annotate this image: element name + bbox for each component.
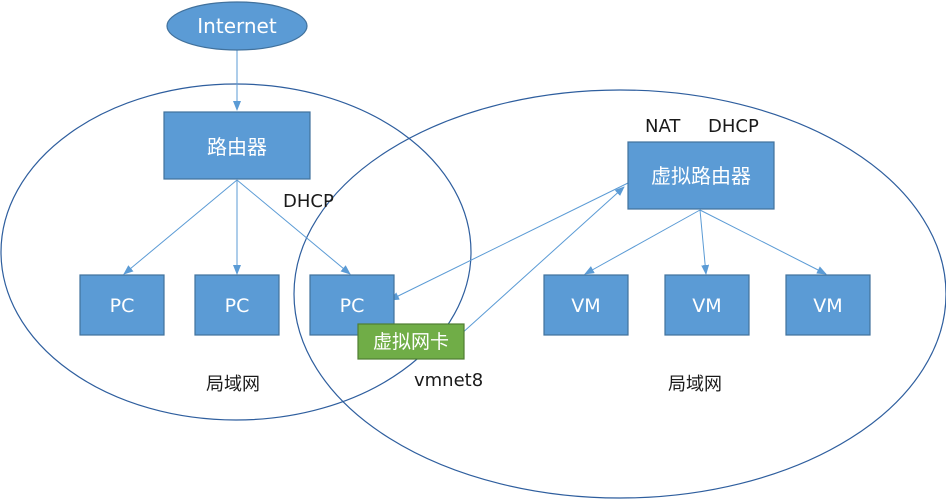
lan-right-label: 局域网: [668, 374, 722, 395]
vm-node-3: VM: [785, 274, 871, 336]
arrow-vrouter-vm1: [584, 209, 701, 275]
pc-label: PC: [225, 295, 250, 317]
internet-node: Internet: [166, 1, 308, 51]
internet-label: Internet: [197, 14, 277, 38]
vm-label: VM: [692, 295, 721, 317]
virtual-nic-node: 虚拟网卡: [357, 323, 465, 360]
virtual-nic-label: 虚拟网卡: [373, 331, 449, 353]
virtual-router-label: 虚拟路由器: [651, 164, 751, 188]
router-label: 路由器: [207, 135, 267, 159]
pc-label: PC: [340, 295, 365, 317]
arrow-vrouter-vm2: [699, 209, 710, 275]
dhcp-right-label: DHCP: [708, 116, 759, 137]
vmnet8-label: vmnet8: [414, 370, 483, 391]
virtual-router-node: 虚拟路由器: [627, 141, 775, 210]
pc-label: PC: [110, 295, 135, 317]
arrow-vrouter-vm3: [699, 209, 827, 275]
arrow-router-pc1: [123, 179, 238, 275]
dhcp-left-label: DHCP: [283, 191, 334, 212]
right-lan-ellipse: [293, 89, 946, 499]
nat-label: NAT: [645, 116, 681, 137]
vm-node-1: VM: [543, 274, 629, 336]
vm-label: VM: [813, 295, 842, 317]
pc-node-1: PC: [79, 274, 165, 336]
arrow-vrouter-pc3: [389, 182, 629, 301]
arrow-nic-vrouter: [459, 186, 625, 336]
lan-left-label: 局域网: [206, 374, 260, 395]
left-lan-ellipse: [0, 83, 472, 421]
vm-node-2: VM: [664, 274, 750, 336]
pc-node-2: PC: [194, 274, 280, 336]
connectors: [123, 50, 827, 336]
vm-label: VM: [571, 295, 600, 317]
arrow-router-pc3: [236, 179, 351, 275]
router-node: 路由器: [163, 111, 311, 180]
